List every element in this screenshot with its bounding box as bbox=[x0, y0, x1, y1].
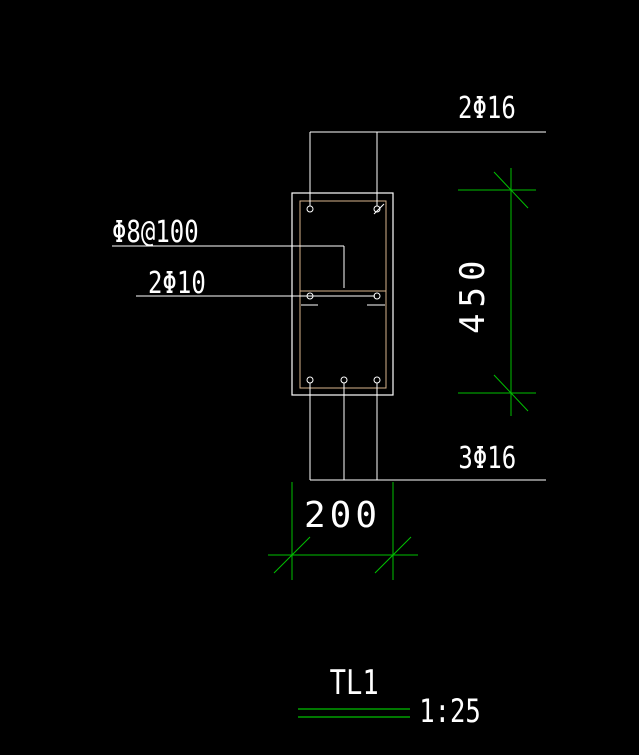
leader-top-bars bbox=[309, 131, 546, 206]
rebar-top-left bbox=[306, 205, 314, 213]
rebar-bottom-right bbox=[373, 376, 381, 384]
stirrup-hook bbox=[373, 203, 385, 215]
stirrup-outline bbox=[299, 200, 387, 389]
label-side-bars: 2Φ10 bbox=[148, 266, 206, 300]
label-stirrup-spec: Φ8@100 bbox=[112, 215, 199, 249]
dimension-width bbox=[268, 482, 418, 580]
label-section-name: TL1 bbox=[330, 663, 379, 703]
leader-stirrup bbox=[112, 245, 345, 288]
rebar-bottom-left bbox=[306, 376, 314, 384]
label-dim-width: 200 bbox=[304, 495, 381, 536]
label-scale: 1:25 bbox=[419, 692, 481, 730]
leader-bottom-bars bbox=[309, 383, 546, 481]
label-bottom-bars: 3Φ16 bbox=[458, 441, 516, 475]
dimension-height bbox=[458, 168, 536, 416]
rebar-bottom-mid bbox=[340, 376, 348, 384]
beam-outline bbox=[291, 192, 394, 396]
label-top-bars: 2Φ16 bbox=[458, 91, 516, 125]
label-dim-height: 450 bbox=[453, 255, 493, 334]
